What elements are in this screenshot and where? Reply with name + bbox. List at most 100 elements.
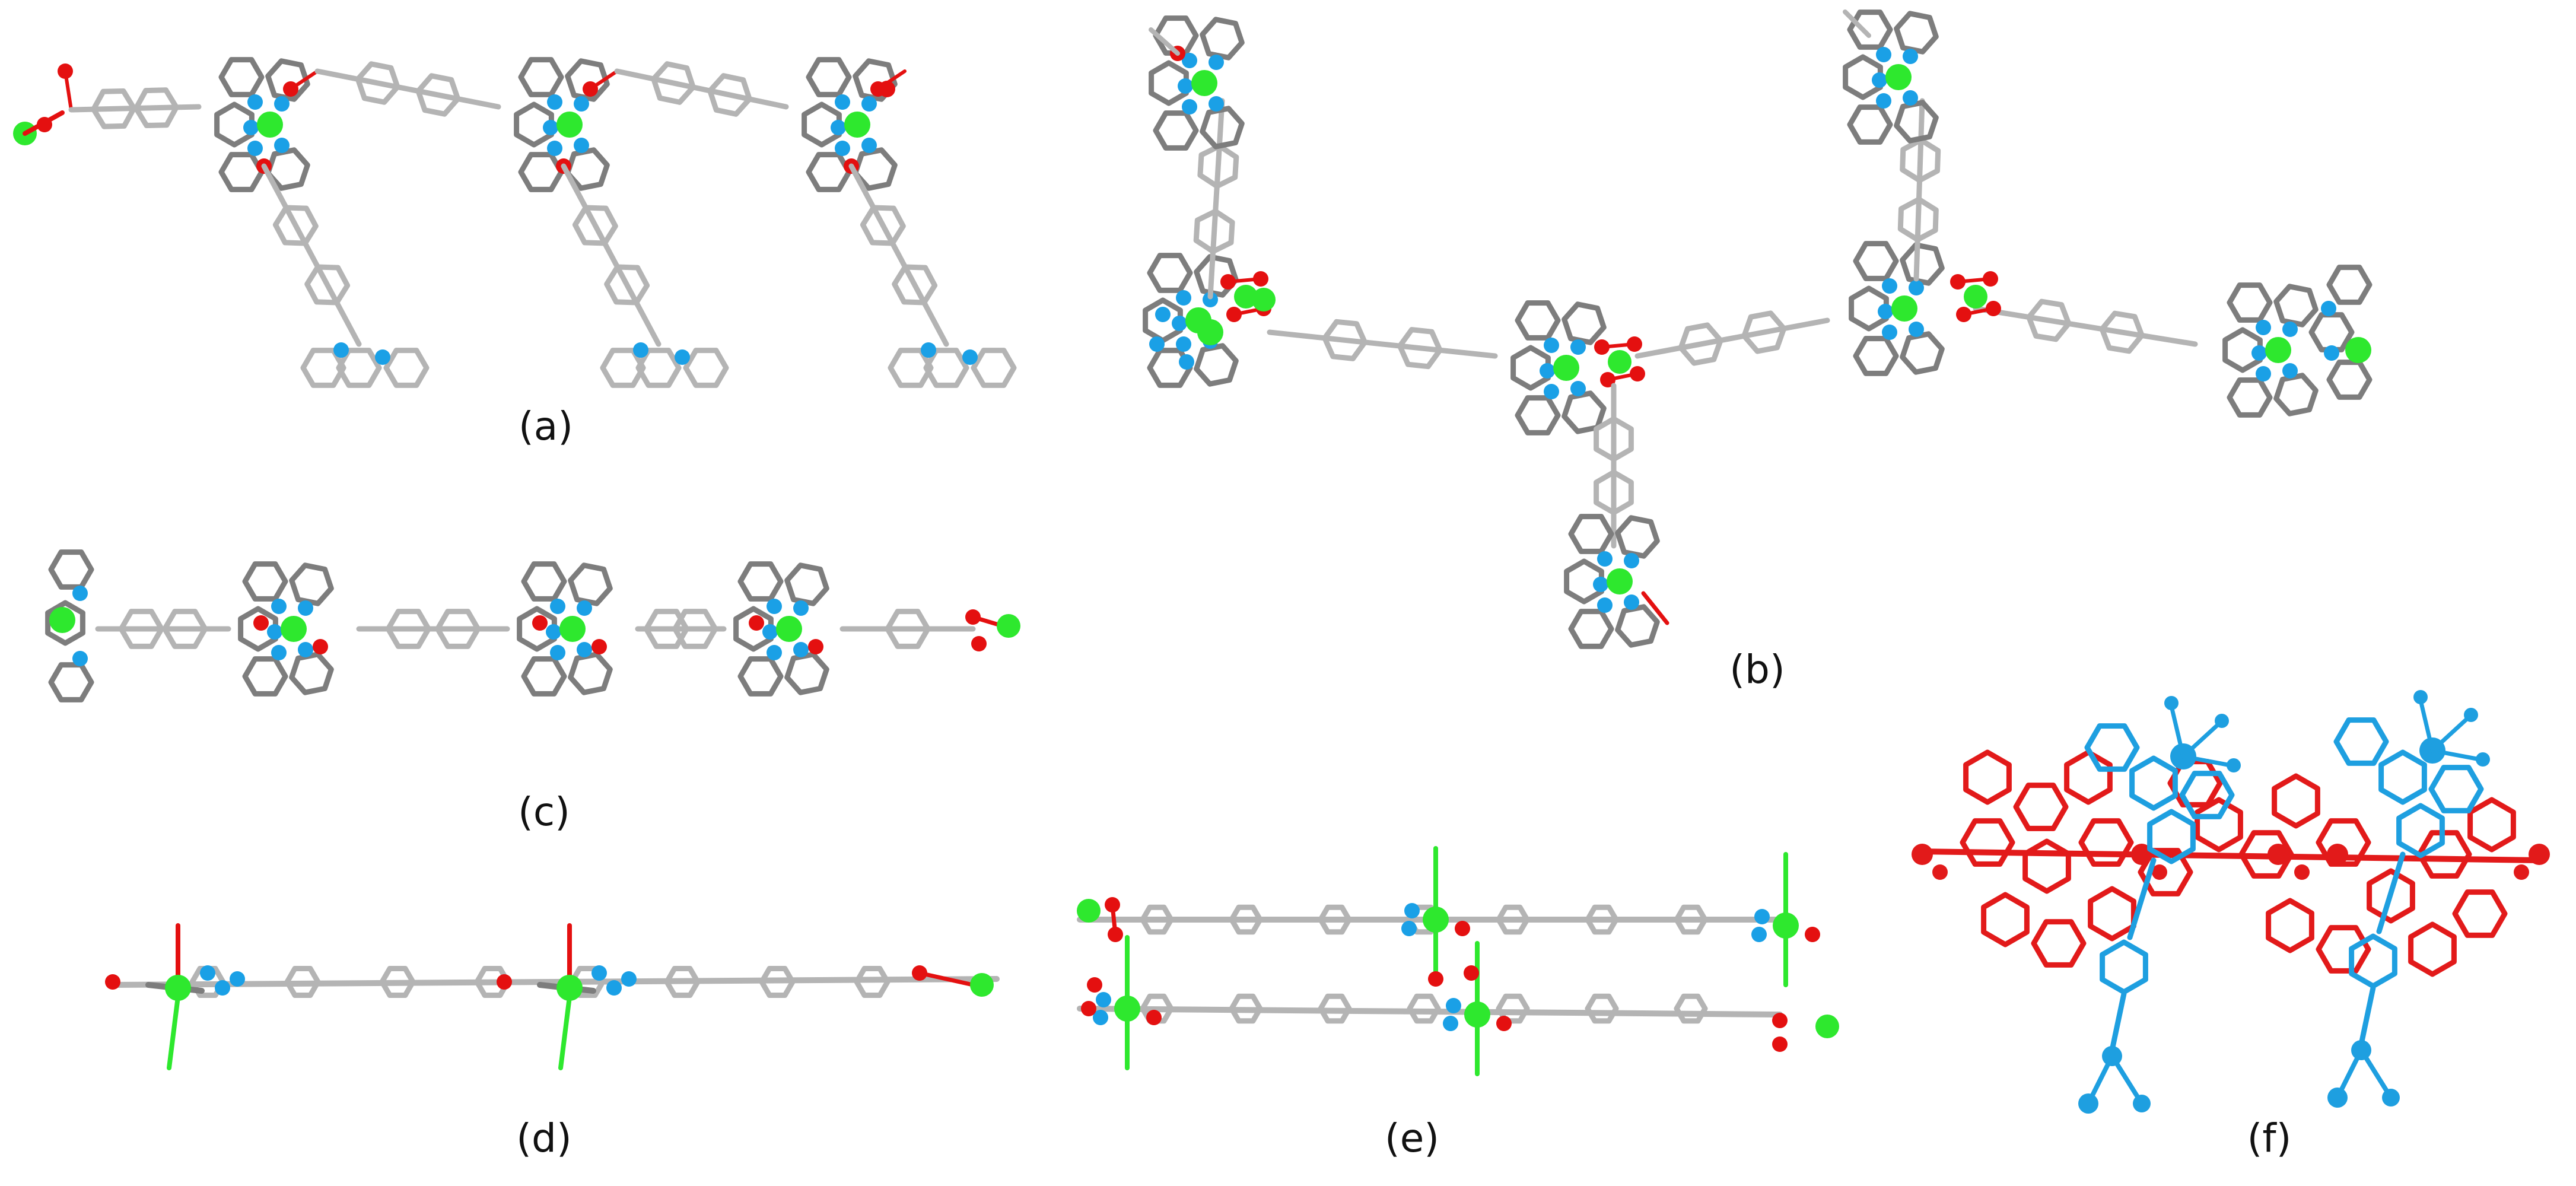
aromatic-ring bbox=[189, 966, 226, 998]
panel-label-f: (f) bbox=[2247, 1115, 2292, 1161]
metal-atom bbox=[1114, 996, 1140, 1022]
panel-a-chain-structure bbox=[13, 57, 1017, 388]
nitrogen-atom bbox=[267, 624, 282, 640]
nitrogen-atom bbox=[577, 642, 592, 657]
bond bbox=[1641, 591, 1669, 625]
aromatic-ring bbox=[733, 606, 774, 652]
metal-atom bbox=[559, 616, 586, 642]
aromatic-ring bbox=[2147, 809, 2196, 864]
metal-atom bbox=[844, 112, 870, 138]
metal-atom bbox=[970, 973, 994, 997]
metal-atom bbox=[556, 975, 583, 1001]
aromatic-ring bbox=[91, 88, 137, 129]
nitrogen-atom bbox=[577, 600, 592, 616]
aromatic-ring bbox=[1900, 242, 1945, 286]
bond bbox=[63, 69, 73, 112]
aromatic-ring bbox=[2022, 838, 2071, 894]
metal-atom bbox=[1773, 912, 1799, 939]
aromatic-ring bbox=[1496, 904, 1530, 935]
aromatic-ring bbox=[1397, 327, 1443, 370]
aromatic-ring bbox=[415, 73, 461, 117]
nitrogen-atom bbox=[2256, 320, 2271, 335]
nitrogen-atom bbox=[835, 141, 850, 156]
metal-atom bbox=[257, 112, 283, 138]
aromatic-ring bbox=[242, 561, 288, 602]
oxygen-atom bbox=[497, 974, 512, 990]
nitrogen-atom bbox=[274, 138, 290, 153]
aromatic-ring bbox=[304, 264, 351, 306]
aromatic-ring bbox=[1847, 9, 1893, 50]
nitrogen-atom bbox=[247, 141, 263, 156]
oxygen-atom bbox=[313, 639, 328, 654]
bond bbox=[1913, 848, 2542, 863]
panel-label-d: (d) bbox=[516, 1115, 572, 1161]
bond bbox=[2359, 1048, 2393, 1100]
oxygen-atom bbox=[2514, 864, 2529, 880]
bond bbox=[1962, 307, 1995, 316]
aromatic-ring bbox=[860, 205, 906, 246]
aromatic-ring bbox=[759, 966, 796, 998]
aromatic-ring bbox=[1678, 322, 1723, 366]
aromatic-ring bbox=[971, 348, 1017, 388]
aromatic-ring bbox=[1194, 343, 1239, 387]
metal-atom bbox=[997, 614, 1020, 638]
aromatic-ring bbox=[518, 57, 564, 97]
bond bbox=[2086, 1054, 2114, 1106]
aromatic-ring bbox=[521, 561, 567, 602]
aromatic-ring bbox=[435, 609, 481, 649]
metal-atom bbox=[1234, 285, 1258, 309]
aromatic-ring bbox=[1894, 100, 1939, 144]
nitrogen-atom bbox=[1754, 909, 1770, 924]
nitrogen-atom bbox=[675, 349, 690, 365]
aromatic-ring bbox=[888, 348, 934, 388]
aromatic-ring bbox=[568, 651, 613, 695]
aromatic-ring bbox=[1515, 300, 1561, 341]
aromatic-ring bbox=[565, 58, 610, 102]
aromatic-ring bbox=[48, 549, 94, 590]
nitrogen-atom bbox=[2282, 322, 2298, 337]
aromatic-ring bbox=[336, 348, 382, 388]
oxygen-atom bbox=[1087, 977, 1102, 993]
aromatic-ring bbox=[784, 651, 829, 695]
bond bbox=[2358, 985, 2376, 1047]
oxygen-atom bbox=[2152, 864, 2167, 880]
panel-label-b: (b) bbox=[1729, 647, 1785, 692]
panel-label-a: (a) bbox=[519, 403, 573, 449]
nitrogen-atom bbox=[298, 600, 313, 616]
nitrogen-atom bbox=[633, 342, 648, 358]
bond bbox=[558, 994, 572, 1070]
aromatic-ring bbox=[1564, 558, 1604, 605]
nitrogen-atom bbox=[1544, 338, 1559, 353]
nitrogen-atom bbox=[1176, 336, 1191, 352]
aromatic-ring bbox=[45, 600, 85, 646]
nitrogen-atom bbox=[1597, 597, 1613, 613]
aromatic-ring bbox=[604, 264, 650, 306]
aromatic-ring bbox=[162, 609, 208, 649]
oxygen-atom bbox=[1496, 1016, 1512, 1031]
nitrogen-atom bbox=[1882, 278, 1897, 294]
metal-atom bbox=[165, 975, 191, 1001]
aromatic-ring bbox=[1894, 11, 1939, 55]
metal-atom bbox=[1464, 1001, 1490, 1028]
nitrogen-atom bbox=[2321, 301, 2336, 316]
nitrogen-atom bbox=[200, 965, 215, 981]
nitrogen-atom bbox=[1446, 998, 1461, 1013]
bond bbox=[1606, 372, 1639, 381]
oxygen-atom bbox=[879, 81, 895, 97]
bond bbox=[917, 971, 975, 987]
metal-atom bbox=[1077, 899, 1101, 923]
metal-atom bbox=[1252, 288, 1276, 311]
aromatic-ring bbox=[806, 57, 852, 97]
oxygen-atom bbox=[2267, 844, 2289, 865]
oxygen-atom bbox=[1146, 1010, 1162, 1025]
aromatic-ring bbox=[2452, 889, 2508, 938]
aromatic-ring bbox=[1229, 904, 1263, 935]
aromatic-ring bbox=[672, 609, 718, 649]
bond bbox=[1843, 9, 1871, 38]
nitrogen-atom bbox=[333, 342, 349, 358]
nitrogen-atom bbox=[547, 141, 562, 156]
bond bbox=[167, 994, 180, 1070]
panel-label-c: (c) bbox=[518, 789, 570, 835]
nitrogen-atom bbox=[271, 645, 287, 660]
nitrogen-atom bbox=[1176, 290, 1191, 306]
